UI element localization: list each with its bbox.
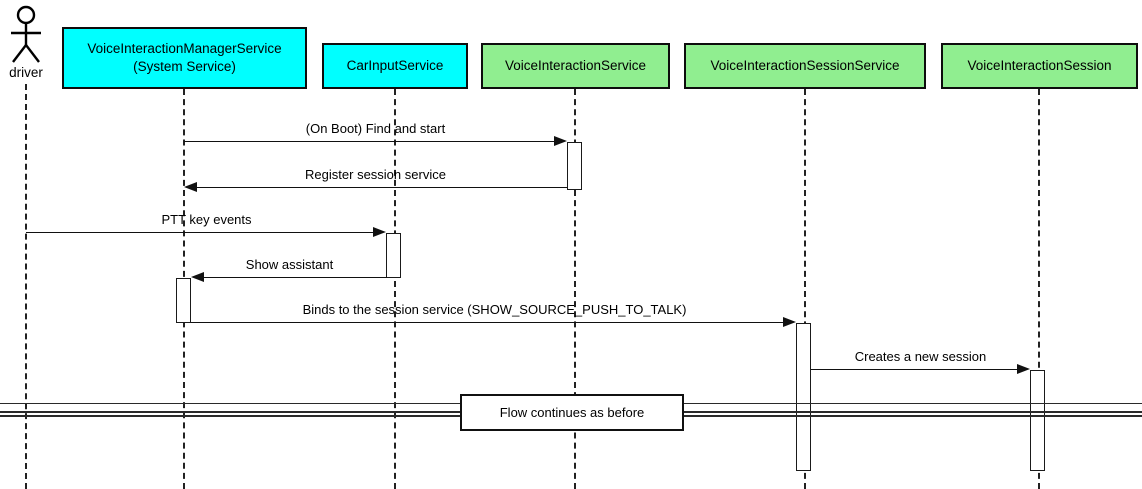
message-label-creates-a-new-session: Creates a new session: [854, 349, 987, 364]
participant-carinputservice: CarInputService: [322, 43, 468, 89]
participant-label: VoiceInteractionService: [504, 58, 647, 73]
activation-voiceinteractionsessionservice: [796, 323, 811, 471]
participant-label: CarInputService: [346, 58, 444, 73]
lifeline-driver: [25, 84, 27, 489]
participant-label: VoiceInteractionSession: [967, 58, 1112, 73]
participant-voiceinteractionsessionservice: VoiceInteractionSessionService: [684, 43, 926, 89]
participant-label: VoiceInteractionManagerService: [87, 41, 282, 56]
lifeline-voiceinteractionsession: [1038, 89, 1040, 489]
arrowhead-right-icon: [554, 136, 567, 146]
arrowhead-left-icon: [191, 272, 204, 282]
message-label-binds-to-session-service: Binds to the session service (SHOW_SOURC…: [302, 302, 687, 317]
participant-voiceinteractionsession: VoiceInteractionSession: [941, 43, 1138, 89]
lifeline-voiceinteractionsessionservice: [804, 89, 806, 489]
participant-voiceinteractionservice: VoiceInteractionService: [481, 43, 670, 89]
message-label-ptt-key-events: PTT key events: [161, 212, 252, 227]
message-line: [184, 141, 559, 142]
message-line: [192, 187, 567, 188]
lifeline-carinputservice: [394, 89, 396, 489]
lifeline-voiceinteractionservice: [574, 89, 576, 489]
arrowhead-right-icon: [373, 227, 386, 237]
divider-label: Flow continues as before: [499, 405, 645, 420]
activation-voiceinteractionsession: [1030, 370, 1045, 471]
participant-voiceinteractionmanagerservice: VoiceInteractionManagerService (System S…: [62, 27, 307, 89]
message-label-on-boot-find-and-start: (On Boot) Find and start: [305, 121, 446, 136]
activation-carinputservice: [386, 233, 401, 278]
divider-label-box: Flow continues as before: [460, 394, 684, 431]
participant-label: VoiceInteractionSessionService: [710, 58, 900, 73]
actor-label: driver: [9, 65, 43, 80]
actor-icon: [11, 5, 41, 63]
arrowhead-right-icon: [783, 317, 796, 327]
arrowhead-left-icon: [184, 182, 197, 192]
message-line: [199, 277, 387, 278]
participant-sublabel: (System Service): [133, 59, 236, 74]
message-line: [811, 369, 1022, 370]
message-label-register-session-service: Register session service: [305, 167, 446, 182]
message-label-show-assistant: Show assistant: [245, 257, 334, 272]
message-line: [191, 322, 788, 323]
arrowhead-right-icon: [1017, 364, 1030, 374]
activation-voiceinteractionmanagerservice: [176, 278, 191, 323]
activation-voiceinteractionservice: [567, 142, 582, 190]
message-line: [26, 232, 379, 233]
